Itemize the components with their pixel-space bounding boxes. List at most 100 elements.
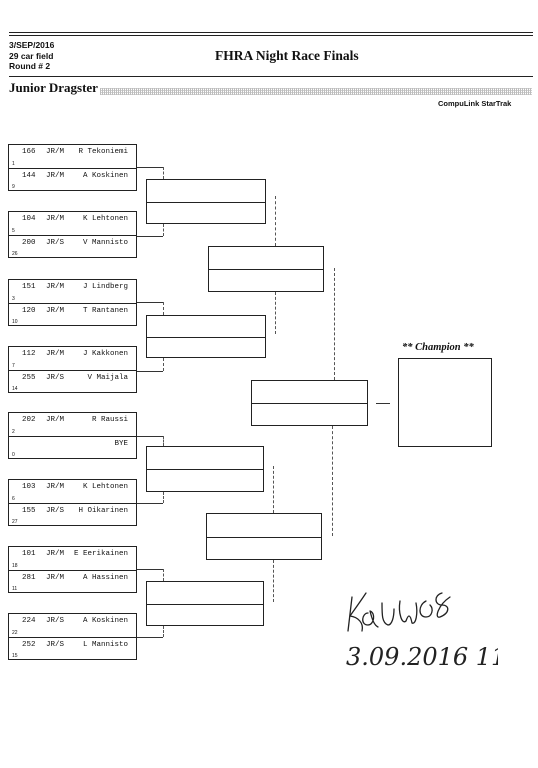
entry-slot: 202 JR/M R Raussi 2 — [9, 413, 136, 436]
entry-slot: 224 JR/S A Koskinen 22 — [9, 614, 136, 637]
car-number: 281 — [22, 573, 36, 582]
seed-number: 26 — [12, 251, 18, 257]
car-number: 103 — [22, 483, 36, 491]
round-2-match-1 — [146, 179, 266, 224]
car-class: JR/M — [46, 550, 65, 558]
entry-pair-8: 224 JR/S A Koskinen 22 252 JR/S L Mannis… — [8, 613, 137, 660]
seed-number: 2 — [12, 428, 15, 435]
bracket-connector — [332, 426, 333, 536]
entry-slot: 112 JR/M J Kakkonen 7 — [9, 347, 136, 370]
bracket-connector — [137, 302, 163, 303]
entry-slot: 120 JR/M T Rantanen 10 — [9, 302, 136, 327]
brand-label: CompuLink StarTrak — [438, 99, 512, 108]
car-field: 29 car field — [9, 50, 54, 61]
header-rule-top-2 — [9, 35, 533, 36]
seed-number: 9 — [12, 184, 15, 190]
seed-number: 18 — [12, 562, 18, 569]
round-3-match-2 — [206, 513, 322, 560]
driver-name: J Kakkonen — [82, 350, 128, 358]
car-class: JR/M — [46, 416, 65, 424]
round-2-match-4 — [146, 581, 264, 626]
car-class: JR/M — [46, 483, 65, 491]
car-class: JR/S — [46, 373, 65, 382]
entry-slot: 155 JR/S H Oikarinen 27 — [9, 502, 136, 527]
driver-name: J Lindberg — [82, 283, 128, 291]
bracket-connector — [163, 358, 164, 371]
car-number: 255 — [22, 373, 36, 382]
car-number: 151 — [22, 283, 36, 291]
seed-number: 5 — [12, 227, 15, 234]
bracket-connector — [163, 492, 164, 503]
driver-name: V Maijala — [87, 373, 128, 382]
seed-number: 14 — [12, 386, 18, 392]
bracket-connector — [137, 503, 163, 504]
car-class: JR/M — [46, 283, 65, 291]
driver-name: K Lehtonen — [82, 483, 128, 491]
signature-date: 3.09.2016 11:32 — [346, 643, 498, 671]
bracket-connector — [137, 167, 163, 168]
bracket-connector — [273, 466, 274, 513]
entry-slot: 255 JR/S V Maijala 14 — [9, 369, 136, 394]
race-date: 3/SEP/2016 — [9, 40, 55, 50]
section-title: Junior Dragster — [9, 80, 98, 95]
bracket-connector — [376, 403, 390, 404]
seed-number: 11 — [12, 586, 18, 592]
entry-slot: 144 JR/M A Koskinen 9 — [9, 167, 136, 192]
champion-label: ** Champion ** — [402, 342, 474, 353]
entry-pair-5: 202 JR/M R Raussi 2 BYE 0 — [8, 412, 137, 459]
bracket-connector — [163, 224, 164, 236]
bracket-connector — [137, 569, 163, 570]
entry-pair-2: 104 JR/M K Lehtonen 5 200 JR/S V Mannist… — [8, 211, 137, 258]
bracket-connector — [334, 268, 335, 380]
car-number: 120 — [22, 306, 36, 315]
entry-slot: 103 JR/M K Lehtonen 6 — [9, 480, 136, 503]
driver-name: L Mannisto — [82, 640, 128, 649]
seed-number: 7 — [12, 362, 15, 369]
bracket-connector — [137, 371, 163, 372]
car-class: JR/S — [46, 640, 65, 649]
car-class: JR/M — [46, 171, 65, 180]
bracket-connector — [163, 626, 164, 637]
entry-slot: 252 JR/S L Mannisto 15 — [9, 636, 136, 661]
car-class: JR/S — [46, 506, 65, 515]
driver-name: T Rantanen — [82, 306, 128, 315]
driver-name: BYE — [114, 439, 128, 448]
entry-pair-6: 103 JR/M K Lehtonen 6 155 JR/S H Oikarin… — [8, 479, 137, 526]
car-number: 144 — [22, 171, 36, 180]
bracket-connector — [163, 569, 164, 581]
round-number: Round # 2 — [9, 61, 51, 71]
bracket-connector — [273, 560, 274, 602]
car-class: JR/S — [46, 238, 65, 247]
entry-slot: 166 JR/M R Tekoniemi 1 — [9, 145, 136, 168]
page-title: FHRA Night Race Finals — [215, 48, 359, 63]
car-number: 224 — [22, 617, 36, 625]
entry-slot: 281 JR/M A Hassinen 11 — [9, 569, 136, 594]
entry-slot: 101 JR/M E Eerikainen 18 — [9, 547, 136, 570]
car-number: 252 — [22, 640, 36, 649]
entry-pair-7: 101 JR/M E Eerikainen 18 281 JR/M A Hass… — [8, 546, 137, 593]
round-3-match-1 — [208, 246, 324, 292]
driver-name: E Eerikainen — [73, 550, 128, 558]
entry-slot: BYE 0 — [9, 435, 136, 460]
bracket-connector — [137, 436, 163, 437]
bracket-connector — [163, 302, 164, 315]
seed-number: 10 — [12, 319, 18, 325]
seed-number: 27 — [12, 519, 18, 525]
driver-name: R Raussi — [91, 416, 128, 424]
seed-number: 1 — [12, 160, 15, 167]
car-number: 155 — [22, 506, 36, 515]
driver-name: A Koskinen — [82, 171, 128, 180]
car-class: JR/M — [46, 215, 65, 223]
handwritten-signature: 3.09.2016 11:32 — [346, 592, 498, 671]
car-number: 112 — [22, 350, 36, 358]
car-number: 101 — [22, 550, 36, 558]
seed-number: 3 — [12, 295, 15, 302]
header-rule-top — [9, 32, 533, 33]
entry-pair-3: 151 JR/M J Lindberg 3 120 JR/M T Rantane… — [8, 279, 137, 326]
final-match — [251, 380, 368, 426]
header-info: 3/SEP/2016 29 car field Round # 2 — [9, 40, 54, 72]
bracket-connector — [137, 236, 163, 237]
round-2-match-2 — [146, 315, 266, 358]
driver-name: V Mannisto — [82, 238, 128, 247]
entry-pair-4: 112 JR/M J Kakkonen 7 255 JR/S V Maijala… — [8, 346, 137, 393]
